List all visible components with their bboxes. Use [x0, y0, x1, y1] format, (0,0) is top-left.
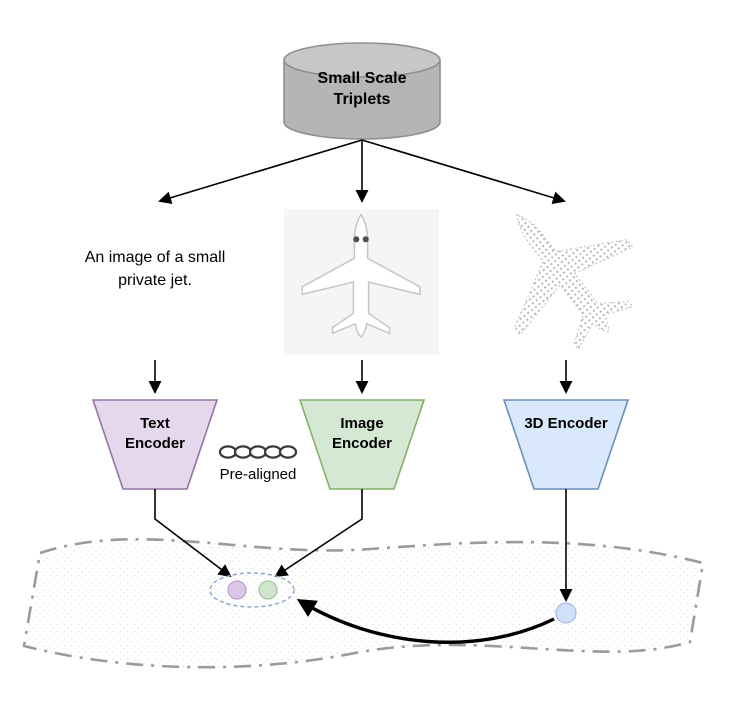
database-cylinder-body — [283, 60, 441, 140]
aligned-pair-ellipse — [209, 572, 295, 608]
jet-point-cloud — [460, 170, 666, 377]
pre-aligned-label: Pre-aligned — [219, 466, 297, 483]
3d-embedding-dot — [555, 602, 577, 624]
embedding-space-surface — [22, 537, 705, 669]
encoder-to-embedding-connectors — [154, 489, 573, 602]
chain-link-icon — [218, 445, 298, 459]
arrow-to-pointcloud — [361, 139, 566, 205]
image-embedding-dot — [258, 580, 278, 600]
arrow-to-text — [158, 139, 363, 205]
image-embedding-connector — [274, 489, 363, 578]
database-cylinder-icon — [283, 42, 441, 140]
image-encoder-label: Image Encoder — [331, 415, 392, 453]
jet-point-cloud-shape — [460, 170, 666, 377]
text-embedding-connector — [154, 489, 232, 578]
alignment-arrow — [296, 599, 555, 644]
text-embedding-dot — [227, 580, 247, 600]
database-label: Small Scale Triplets — [317, 70, 407, 108]
3d-encoder-label: 3D Encoder — [524, 415, 608, 432]
image-encoder-shape — [298, 399, 426, 490]
3d-encoder-shape — [502, 399, 630, 490]
text-modality-caption: An image of a small private jet. — [84, 249, 226, 290]
jet-cockpit-window — [362, 236, 369, 243]
text-encoder-label: Text Encoder — [124, 415, 185, 453]
text-encoder-shape — [91, 399, 219, 490]
modality-to-encoder-arrows — [148, 360, 573, 394]
jet-cockpit-window — [353, 236, 360, 243]
jet-image — [284, 209, 439, 355]
database-cylinder-top — [283, 42, 441, 78]
triplet-fanout-arrows — [158, 139, 566, 205]
